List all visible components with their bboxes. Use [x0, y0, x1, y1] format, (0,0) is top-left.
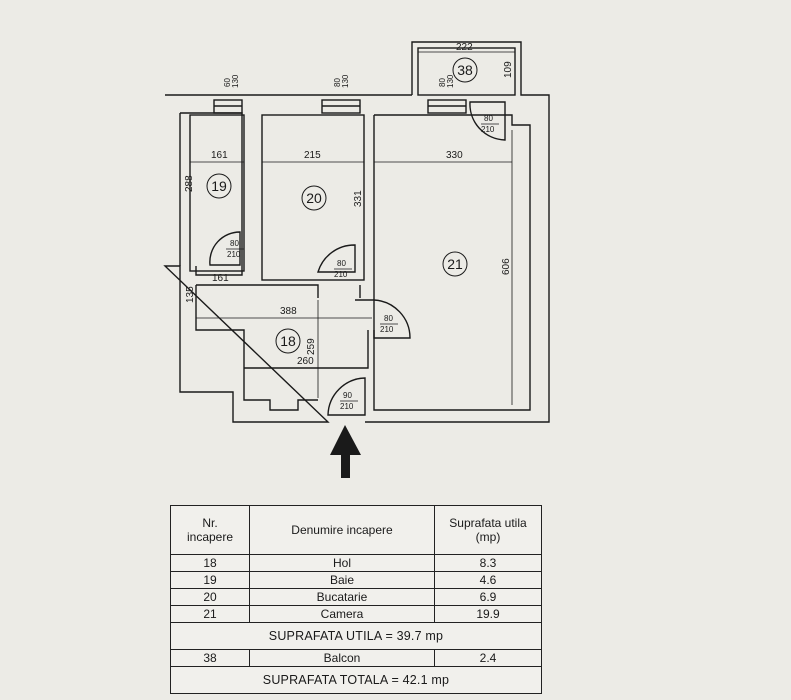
row-name: Bucatarie [249, 588, 435, 606]
row-nr: 38 [170, 649, 250, 667]
dim-215: 215 [304, 150, 321, 161]
dim-135: 135 [185, 286, 196, 303]
row-nr: 21 [170, 605, 250, 623]
row-area: 8.3 [434, 554, 542, 572]
table-header-row: Nr. incapere Denumire incapere Suprafata… [170, 505, 542, 555]
window-room-w: 80 [438, 78, 447, 87]
svg-text:18: 18 [280, 333, 296, 349]
door-swing-room [373, 299, 411, 339]
dim-222: 222 [456, 42, 473, 53]
window-kitchen-h: 130 [341, 74, 350, 88]
door-entrance-w: 90 [343, 391, 352, 400]
room-marker-20: 20 [301, 185, 327, 211]
table-row: 20 Bucatarie 6.9 [170, 588, 542, 606]
dim-288: 288 [184, 175, 195, 192]
window-room-h: 130 [446, 74, 455, 88]
row-name: Balcon [249, 649, 435, 667]
table-row: 19 Baie 4.6 [170, 571, 542, 589]
header-nr: Nr. incapere [170, 505, 250, 555]
useful-total-row: SUPRAFATA UTILA = 39.7 mp [170, 622, 542, 650]
header-area: Suprafata utila (mp) [434, 505, 542, 555]
room-marker-38: 38 [452, 57, 478, 83]
header-nr-line1: Nr. [202, 516, 218, 530]
room-21-outline [373, 114, 531, 411]
window-room [427, 99, 467, 114]
row-name: Baie [249, 571, 435, 589]
table-row-balcony: 38 Balcon 2.4 [170, 649, 542, 667]
door-entrance-h: 210 [340, 402, 354, 411]
window-kitchen-w: 80 [333, 78, 342, 87]
window-bath-h: 130 [231, 74, 240, 88]
grand-total-row: SUPRAFATA TOTALA = 42.1 mp [170, 666, 542, 694]
floor-plan: 161 215 330 161 388 260 222 288 331 606 … [163, 41, 550, 478]
row-area: 2.4 [434, 649, 542, 667]
door-swing-entrance [327, 377, 366, 416]
dim-259: 259 [306, 338, 317, 355]
window-bath-w: 60 [223, 78, 232, 87]
row-name: Hol [249, 554, 435, 572]
door-bath-w: 80 [230, 239, 239, 248]
window-kitchen [321, 99, 361, 114]
svg-text:20: 20 [306, 190, 322, 206]
dim-331: 331 [353, 190, 364, 207]
door-balcony-w: 80 [484, 114, 493, 123]
area-table: Nr. incapere Denumire incapere Suprafata… [170, 505, 542, 694]
grand-total: SUPRAFATA TOTALA = 42.1 mp [170, 666, 542, 694]
door-bath-h: 210 [227, 250, 241, 259]
row-nr: 20 [170, 588, 250, 606]
header-area-line2: (mp) [475, 530, 501, 544]
entrance-arrow-icon [330, 425, 361, 478]
row-area: 6.9 [434, 588, 542, 606]
door-swing-balcony [469, 101, 506, 141]
table-row: 18 Hol 8.3 [170, 554, 542, 572]
dim-161-hall: 161 [212, 273, 229, 284]
dim-388: 388 [280, 306, 297, 317]
door-kitchen-w: 80 [337, 259, 346, 268]
window-bath [213, 99, 243, 114]
door-balcony-h: 210 [481, 125, 495, 134]
useful-total: SUPRAFATA UTILA = 39.7 mp [170, 622, 542, 650]
row-area: 19.9 [434, 605, 542, 623]
dim-161-bath: 161 [211, 150, 228, 161]
row-nr: 18 [170, 554, 250, 572]
door-swing-bath [209, 231, 241, 266]
row-area: 4.6 [434, 571, 542, 589]
outer-wall [163, 41, 550, 423]
svg-text:19: 19 [211, 178, 227, 194]
header-nr-line2: incapere [186, 530, 234, 544]
svg-text:21: 21 [447, 256, 463, 272]
row-nr: 19 [170, 571, 250, 589]
room-marker-19: 19 [206, 173, 232, 199]
dim-109: 109 [503, 61, 514, 78]
room-marker-21: 21 [442, 251, 468, 277]
room-marker-18: 18 [275, 328, 301, 354]
header-area-line1: Suprafata utila [449, 516, 527, 530]
svg-text:38: 38 [457, 62, 473, 78]
header-name: Denumire incapere [249, 505, 435, 555]
door-room-h: 210 [380, 325, 394, 334]
table-row: 21 Camera 19.9 [170, 605, 542, 623]
room-18-outline [195, 284, 374, 411]
dim-330: 330 [446, 150, 463, 161]
row-name: Camera [249, 605, 435, 623]
door-swing-kitchen [317, 244, 356, 273]
door-kitchen-h: 210 [334, 270, 348, 279]
dim-606: 606 [501, 258, 512, 275]
door-room-w: 80 [384, 314, 393, 323]
dim-260: 260 [297, 356, 314, 367]
room-38-outline [417, 47, 516, 96]
